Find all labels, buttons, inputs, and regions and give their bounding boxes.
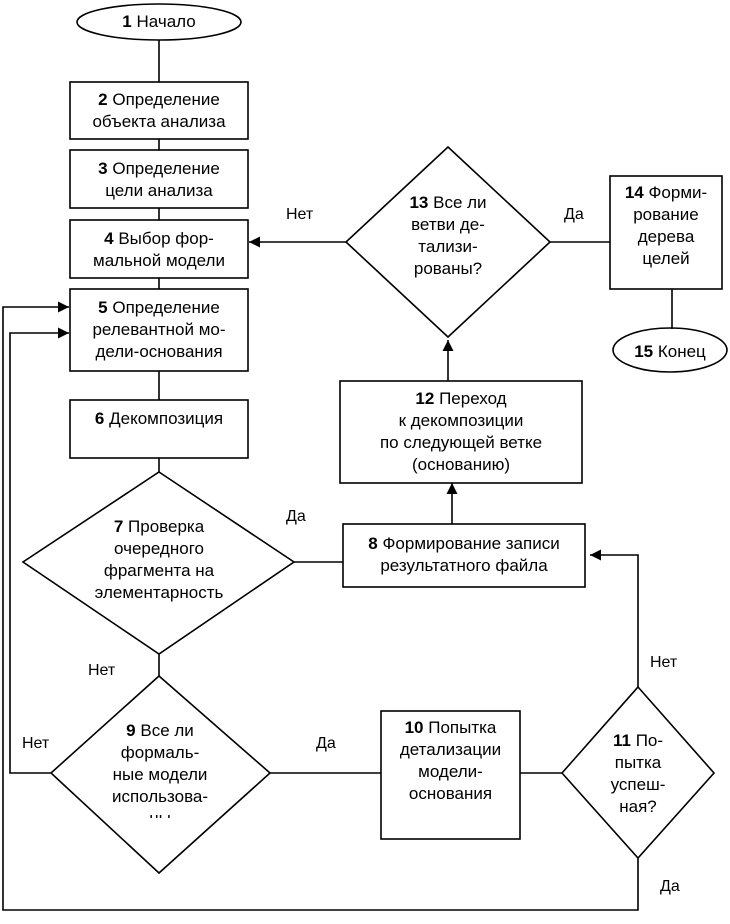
node-6: 6 Декомпозиция: [72, 404, 246, 434]
node-14-label: Форми- рование дерева целей: [633, 183, 708, 268]
node-12-label: Переход к декомпозиции по следующей ветк…: [379, 389, 543, 474]
node-4-number: 4: [104, 229, 114, 248]
node-9-number: 9: [126, 721, 136, 740]
node-12: 12 Переход к декомпозиции по следующей в…: [342, 386, 580, 478]
node-2-number: 2: [98, 90, 108, 109]
node-9: 9 Все ли формаль- ные модели использова-…: [90, 720, 230, 818]
node-11-number: 11: [612, 731, 631, 750]
node-15-label: Конец: [657, 342, 706, 361]
node-13-shape: [344, 145, 552, 339]
node-13: 13 Все ли ветви де- тализи- рованы?: [393, 190, 503, 282]
node-1: 1 Начало: [90, 10, 228, 34]
node-7-number: 7: [113, 517, 124, 536]
node-2-shape: [69, 81, 249, 140]
node-4: 4 Выбор фор- мальной модели: [72, 225, 246, 275]
node-8-shape: [342, 523, 586, 588]
node-7: 7 Проверка очередного фрагмента на элеме…: [70, 514, 248, 606]
node-8-number: 8: [368, 534, 378, 553]
node-11-label: По- пытка успеш- ная?: [610, 731, 666, 816]
node-3-shape: [69, 149, 249, 209]
node-6-label: Декомпозиция: [109, 409, 224, 428]
node-5-shape: [69, 288, 249, 372]
node-11: 11 По- пытка успеш- ная?: [598, 728, 678, 820]
node-7-shape: [21, 471, 296, 655]
edge-label-yes-11-5: Да: [660, 878, 680, 895]
edge-label-no-9-5: Нет: [22, 735, 50, 752]
node-12-number: 12: [415, 389, 435, 408]
node-15-shape: [612, 327, 728, 373]
node-14: 14 Форми- рование дерева целей: [612, 180, 720, 272]
edge-11-8: [590, 549, 639, 687]
node-1-number: 1: [122, 12, 132, 31]
node-6-number: 6: [94, 409, 105, 428]
node-4-shape: [69, 219, 249, 279]
node-3-number: 3: [98, 159, 108, 178]
node-8-label: Формирование записи результатного файла: [380, 534, 560, 575]
edge-11-5: [2, 301, 639, 911]
node-13-label: Все ли ветви де- тализи- рованы?: [411, 193, 487, 278]
edge-label-no-11-8: Нет: [650, 654, 678, 671]
node-12-shape: [339, 380, 583, 484]
edge-label-yes-13-14: Да: [564, 206, 584, 223]
node-9-label: Все ли формаль- ные модели использова- н…: [111, 721, 209, 818]
node-15: 15 Конец: [615, 340, 725, 364]
node-10: 10 Попытка детализации модели- основания: [383, 714, 518, 808]
node-15-number: 15: [634, 342, 654, 361]
node-13-number: 13: [409, 193, 429, 212]
node-10-label: Попытка детализации модели- основания: [399, 718, 502, 803]
node-3: 3 Определение цели анализа: [72, 155, 246, 205]
edge-label-no-7-9: Нет: [88, 662, 116, 679]
node-10-number: 10: [404, 718, 424, 737]
node-5: 5 Определение релевантной мо- дели-основ…: [72, 294, 246, 366]
node-10-shape: [380, 710, 521, 840]
node-1-label: Начало: [136, 12, 196, 31]
node-2-label: Определение объекта анализа: [92, 90, 226, 131]
node-4-label: Выбор фор- мальной модели: [93, 229, 225, 270]
node-1-shape: [76, 3, 242, 41]
node-5-number: 5: [98, 298, 108, 317]
node-5-label: Определение релевантной мо- дели-основан…: [92, 298, 226, 361]
node-11-shape: [560, 685, 716, 860]
node-2: 2 Определение объекта анализа: [72, 86, 246, 136]
edge-label-yes-9-10: Да: [316, 735, 336, 752]
edge-9-5: [9, 327, 69, 774]
node-3-label: Определение цели анализа: [105, 159, 220, 200]
node-7-label: Проверка очередного фрагмента на элемент…: [94, 517, 224, 602]
edge-label-no-13-4: Нет: [286, 206, 314, 223]
node-8: 8 Формирование записи результатного файл…: [345, 530, 583, 580]
node-9-shape: [49, 674, 272, 875]
node-14-number: 14: [624, 183, 644, 202]
edge-label-yes-7-8: Да: [286, 508, 306, 525]
node-14-shape: [609, 175, 723, 290]
node-6-shape: [69, 399, 249, 459]
